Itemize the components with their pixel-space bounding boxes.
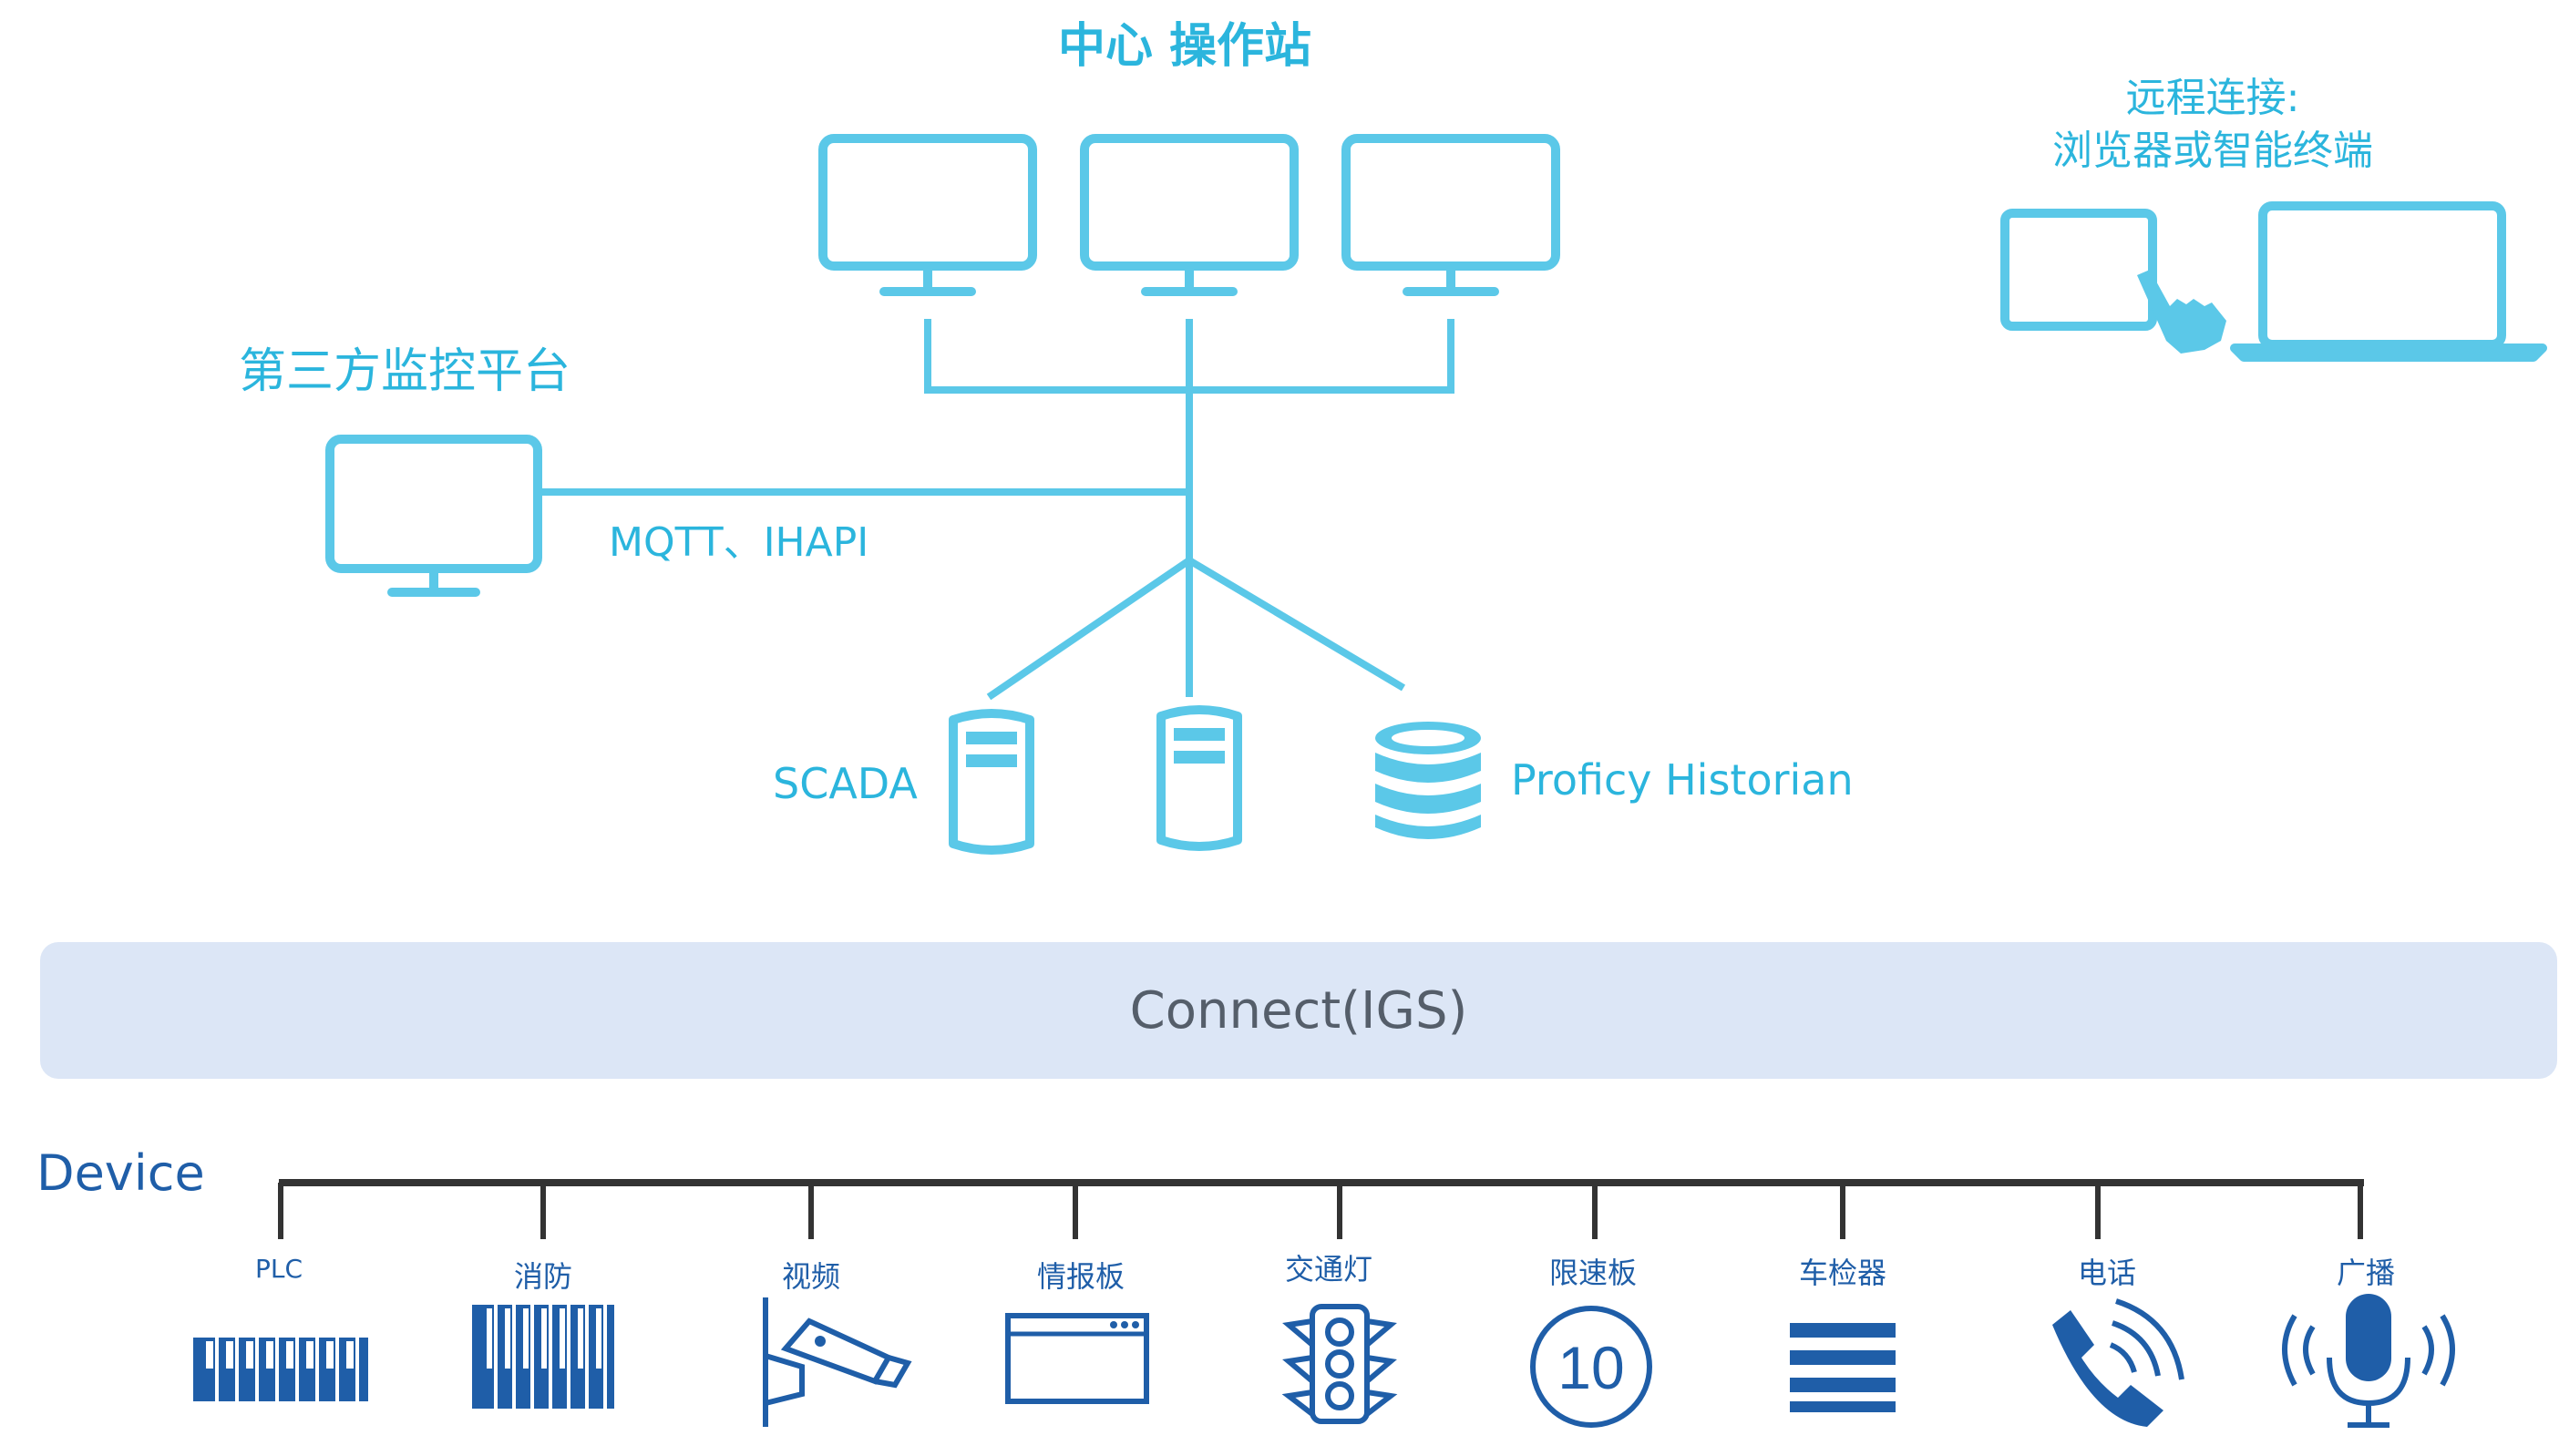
speed-limit-sign-icon: 10 [1530,1306,1652,1428]
microphone-broadcast-icon [2282,1294,2455,1428]
device-label-traffic-light: 交通灯 [1285,1252,1372,1287]
database-icon [1375,722,1481,839]
plc-rack-icon [193,1338,368,1401]
network-lines [538,319,1454,701]
traffic-light-icon [1281,1304,1398,1424]
connect-bar [40,942,2557,1079]
device-label-broadcast: 广播 [2337,1256,2395,1290]
operator-monitor-icon [818,134,1037,296]
fire-panel-icon [472,1305,614,1409]
device-label-fire: 消防 [514,1259,572,1294]
server-icon [1156,705,1242,851]
info-board-icon [1005,1313,1149,1404]
device-label-speed-limit: 限速板 [1549,1256,1637,1290]
scada-server-icon [949,709,1034,855]
operator-monitor-icon [1341,134,1560,296]
device-labels: PLC 消防 视频 情报板 交通灯 限速板 车检器 电话 广播 [255,1252,2395,1294]
cctv-camera-icon [763,1297,912,1427]
vehicle-detector-icon [1790,1323,1896,1412]
tablet-touch-icon [2000,209,2226,354]
phone-icon [2052,1298,2184,1427]
historian-label: Proficy Historian [1511,755,1854,805]
connect-bar-label: Connect(IGS) [1130,981,1468,1041]
device-label-info-board: 情报板 [1037,1259,1125,1294]
device-label-phone: 电话 [2078,1256,2136,1290]
center-station-title: 中心 操作站 [1058,19,1311,74]
device-label-vehicle-detector: 车检器 [1799,1256,1886,1290]
device-label-video: 视频 [782,1259,840,1294]
operator-monitor-icon [1080,134,1299,296]
remote-title-line2: 浏览器或智能终端 [2052,128,2373,174]
scada-label: SCADA [773,759,918,808]
laptop-icon [2230,201,2547,362]
remote-title-line1: 远程连接: [2126,75,2300,121]
svg-text:10: 10 [1557,1334,1624,1401]
protocol-label: MQTT、IHAPI [609,519,868,566]
device-bus-lines [278,1179,2364,1239]
third-party-monitor-icon [325,435,542,597]
device-title: Device [36,1144,205,1202]
device-label-plc: PLC [255,1254,303,1284]
third-party-title: 第三方监控平台 [239,344,570,399]
